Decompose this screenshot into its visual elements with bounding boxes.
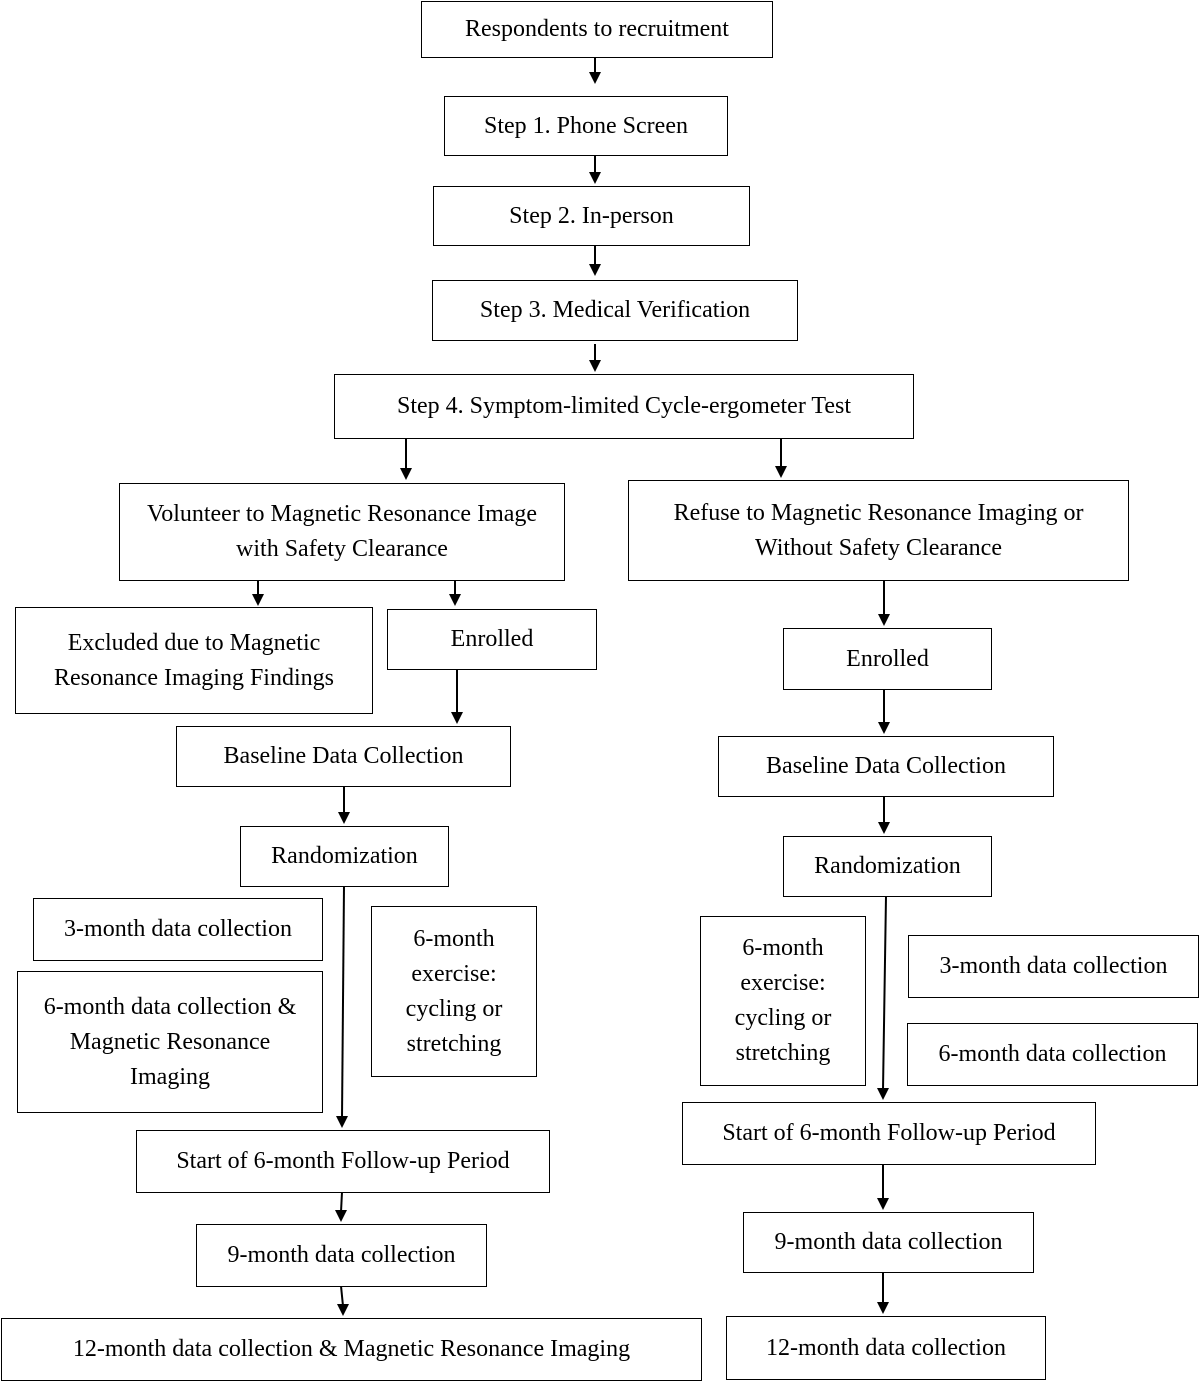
right-exercise-label: 6-month exercise: cycling or stretching [734, 935, 832, 1066]
right-baseline-box: Baseline Data Collection [718, 736, 1054, 797]
left-baseline-label: Baseline Data Collection [223, 743, 464, 769]
step4-label: Step 4. Symptom-limited Cycle-ergometer … [396, 393, 852, 419]
left-exercise-label: 6-month exercise: cycling or stretching [405, 925, 503, 1057]
right-3month-label: 3-month data collection [939, 953, 1168, 979]
right-9month-label: 9-month data collection [774, 1229, 1003, 1255]
step4-box: Step 4. Symptom-limited Cycle-ergometer … [334, 374, 914, 439]
right-enrolled-label: Enrolled [846, 645, 929, 672]
excluded-mri-label: Excluded due to Magnetic Resonance Imagi… [54, 629, 334, 691]
left-enrolled-label: Enrolled [450, 626, 534, 652]
right-12month-label: 12-month data collection [766, 1334, 1006, 1361]
excluded-mri-box: Excluded due to Magnetic Resonance Imagi… [15, 607, 373, 714]
right-followup-box: Start of 6-month Follow-up Period [682, 1102, 1096, 1165]
recruitment-box: Respondents to recruitment [421, 1, 773, 58]
right-3month-box: 3-month data collection [908, 935, 1199, 998]
step2-box: Step 2. In-person [433, 186, 750, 246]
volunteer-mri-label: Volunteer to Magnetic Resonance Image wi… [146, 501, 538, 562]
left-baseline-box: Baseline Data Collection [176, 726, 511, 787]
recruitment-label: Respondents to recruitment [465, 16, 729, 42]
left-followup-box: Start of 6-month Follow-up Period [136, 1130, 550, 1193]
left-randomization-box: Randomization [240, 826, 449, 887]
right-enrolled-box: Enrolled [783, 628, 992, 690]
right-randomization-label: Randomization [814, 853, 961, 879]
right-6month-box: 6-month data collection [907, 1023, 1198, 1086]
right-6month-label: 6-month data collection [938, 1041, 1167, 1067]
step2-label: Step 2. In-person [509, 202, 674, 229]
refuse-mri-label: Refuse to Magnetic Resonance Imaging or … [673, 499, 1084, 561]
left-exercise-box: 6-month exercise: cycling or stretching [371, 906, 537, 1077]
right-baseline-label: Baseline Data Collection [766, 753, 1006, 779]
step3-box: Step 3. Medical Verification [432, 280, 798, 341]
step1-label: Step 1. Phone Screen [484, 112, 688, 139]
left-randomization-label: Randomization [271, 843, 418, 869]
left-12month-mri-label: 12-month data collection & Magnetic Reso… [72, 1336, 631, 1362]
step1-box: Step 1. Phone Screen [444, 96, 728, 156]
right-12month-box: 12-month data collection [726, 1316, 1046, 1380]
left-3month-box: 3-month data collection [33, 898, 323, 961]
refuse-mri-box: Refuse to Magnetic Resonance Imaging or … [628, 480, 1129, 581]
left-9month-box: 9-month data collection [196, 1224, 487, 1287]
left-12month-mri-box: 12-month data collection & Magnetic Reso… [1, 1318, 702, 1381]
right-9month-box: 9-month data collection [743, 1212, 1034, 1273]
right-randomization-box: Randomization [783, 836, 992, 897]
left-6month-mri-label: 6-month data collection & Magnetic Reson… [43, 993, 297, 1090]
left-6month-mri-box: 6-month data collection & Magnetic Reson… [17, 971, 323, 1113]
left-enrolled-box: Enrolled [387, 609, 597, 670]
left-9month-label: 9-month data collection [227, 1242, 456, 1268]
right-followup-label: Start of 6-month Follow-up Period [722, 1120, 1056, 1146]
right-exercise-box: 6-month exercise: cycling or stretching [700, 916, 866, 1086]
left-followup-label: Start of 6-month Follow-up Period [176, 1148, 510, 1174]
left-3month-label: 3-month data collection [64, 916, 292, 942]
volunteer-mri-box: Volunteer to Magnetic Resonance Image wi… [119, 483, 565, 581]
step3-label: Step 3. Medical Verification [479, 297, 751, 323]
